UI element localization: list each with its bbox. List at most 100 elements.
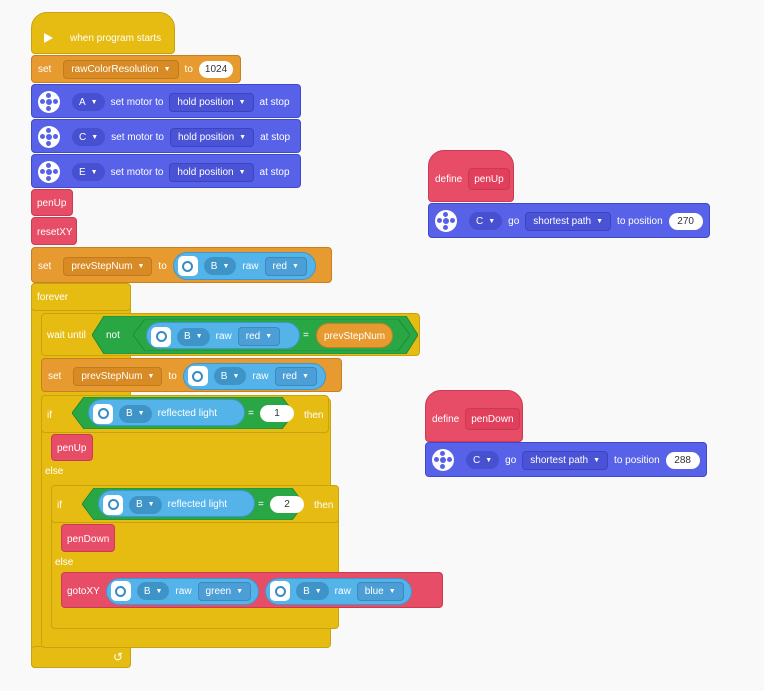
port-label: B bbox=[220, 370, 228, 382]
chevron-down-icon: ▼ bbox=[137, 262, 145, 270]
port-dropdown[interactable]: B▼ bbox=[136, 582, 170, 600]
color-channel-dropdown[interactable]: red ▼ bbox=[274, 366, 317, 386]
color-raw-reporter[interactable]: B▼ raw red▼ bbox=[146, 322, 300, 349]
port-dropdown[interactable]: E▼ bbox=[72, 163, 105, 181]
stop-mode-dropdown[interactable]: hold position▼ bbox=[169, 127, 255, 147]
define-pendown-block[interactable]: define penDown bbox=[425, 390, 523, 442]
stop-mode-dropdown[interactable]: hold position▼ bbox=[169, 92, 254, 112]
variable-dropdown[interactable]: rawColorResolution▼ bbox=[63, 59, 179, 79]
to-label: to bbox=[158, 260, 167, 272]
chevron-down-icon: ▼ bbox=[163, 65, 171, 73]
motor-label: set motor to bbox=[111, 131, 164, 143]
penup-call-block[interactable]: penUp bbox=[51, 434, 93, 461]
motor-go-to-position-block[interactable]: C▼ go shortest path▼ to position 270 bbox=[428, 203, 710, 238]
chevron-down-icon: ▼ bbox=[485, 456, 493, 464]
pendown-call-block[interactable]: penDown bbox=[61, 524, 115, 552]
raw-label: raw bbox=[242, 260, 259, 272]
color-channel-dropdown[interactable]: blue▼ bbox=[356, 581, 404, 601]
port-dropdown[interactable]: C▼ bbox=[466, 451, 500, 469]
color-raw-reporter[interactable]: B▼ raw red▼ bbox=[182, 362, 326, 390]
sensor-label: reflected light bbox=[157, 408, 218, 419]
resetxy-call-block[interactable]: resetXY bbox=[31, 217, 77, 245]
port-dropdown[interactable]: C▼ bbox=[72, 128, 106, 146]
stop-mode-dropdown[interactable]: hold position▼ bbox=[169, 162, 254, 182]
chevron-down-icon: ▼ bbox=[222, 262, 230, 270]
color-channel-dropdown[interactable]: red▼ bbox=[264, 256, 307, 276]
equals-label: = bbox=[258, 498, 264, 510]
direction-dropdown[interactable]: shortest path ▼ bbox=[525, 211, 612, 231]
raw-label: raw bbox=[175, 585, 192, 597]
motor-go-to-position-block[interactable]: C▼ go shortest path▼ to position 288 bbox=[425, 442, 707, 477]
port-label: B bbox=[136, 499, 143, 510]
chevron-down-icon: ▼ bbox=[147, 372, 155, 380]
wait-label: wait until bbox=[47, 329, 86, 341]
direction-label: shortest path bbox=[530, 454, 589, 466]
set-variable-block[interactable]: set rawColorResolution▼ to 1024 bbox=[31, 55, 241, 83]
if-label: if bbox=[47, 409, 52, 421]
value-input[interactable]: 1 bbox=[260, 404, 294, 422]
penup-call-block[interactable]: penUp bbox=[31, 189, 73, 216]
color-sensor-icon bbox=[177, 256, 198, 276]
else-label: else bbox=[55, 556, 74, 568]
port-dropdown[interactable]: C▼ bbox=[469, 212, 503, 230]
motor-icon bbox=[38, 161, 60, 183]
port-dropdown[interactable]: B▼ bbox=[177, 327, 210, 346]
suffix-label: at stop bbox=[260, 131, 291, 143]
color-raw-reporter-y[interactable]: B▼ raw blue▼ bbox=[265, 577, 412, 605]
chevron-down-icon: ▼ bbox=[238, 168, 246, 176]
value-input[interactable]: 1024 bbox=[198, 60, 234, 78]
set-prevstepnum-block-2[interactable]: set prevStepNum▼ to B▼ raw red▼ bbox=[41, 358, 342, 392]
port-dropdown[interactable]: A▼ bbox=[72, 93, 105, 111]
variable-dropdown[interactable]: prevStepNum ▼ bbox=[63, 256, 153, 276]
port-label: B bbox=[143, 585, 151, 597]
port-dropdown[interactable]: B▼ bbox=[203, 257, 237, 275]
chevron-down-icon: ▼ bbox=[137, 410, 145, 417]
chevron-down-icon: ▼ bbox=[238, 98, 246, 106]
when-program-starts-block[interactable]: when program starts bbox=[31, 12, 175, 54]
channel-label: blue bbox=[364, 585, 384, 597]
define-label: define bbox=[435, 173, 463, 185]
port-dropdown[interactable]: B▼ bbox=[213, 367, 247, 385]
if-label: if bbox=[57, 499, 62, 511]
chevron-down-icon: ▼ bbox=[265, 333, 273, 340]
suffix-label: at stop bbox=[259, 96, 290, 108]
then-label: then bbox=[314, 499, 334, 511]
reflected-light-reporter[interactable]: B▼ reflected light bbox=[98, 490, 255, 517]
chevron-down-icon: ▼ bbox=[232, 372, 240, 380]
set-motor-stop-block-a[interactable]: A▼ set motor to hold position▼ at stop bbox=[31, 84, 301, 118]
set-motor-stop-block-c[interactable]: C▼ set motor to hold position▼ at stop bbox=[31, 119, 301, 153]
color-raw-reporter-x[interactable]: B▼ raw green▼ bbox=[105, 577, 260, 605]
position-input[interactable]: 288 bbox=[665, 451, 700, 469]
color-channel-dropdown[interactable]: red▼ bbox=[237, 327, 281, 346]
port-dropdown[interactable]: B▼ bbox=[129, 495, 162, 514]
set-prevstepnum-block[interactable]: set prevStepNum▼ to B▼ raw red▼ bbox=[31, 247, 332, 283]
motor-icon bbox=[432, 449, 454, 471]
value-input[interactable]: 2 bbox=[270, 495, 304, 513]
chevron-down-icon: ▼ bbox=[155, 587, 163, 595]
gotoxy-call-block[interactable]: gotoXY B▼ raw green▼ B▼ raw blue▼ bbox=[61, 572, 443, 608]
port-dropdown[interactable]: B▼ bbox=[119, 404, 152, 423]
port-label: E bbox=[79, 166, 86, 178]
variable-name: prevStepNum bbox=[71, 260, 133, 272]
port-dropdown[interactable]: B▼ bbox=[296, 582, 329, 600]
color-channel-dropdown[interactable]: green▼ bbox=[197, 581, 252, 601]
set-motor-stop-block-e[interactable]: E▼ set motor to hold position▼ at stop bbox=[31, 154, 301, 188]
port-label: B bbox=[303, 585, 310, 597]
position-input[interactable]: 270 bbox=[668, 212, 703, 230]
play-icon bbox=[44, 33, 53, 43]
reflected-light-reporter[interactable]: B▼ reflected light bbox=[88, 399, 245, 426]
channel-label: green bbox=[205, 585, 232, 597]
chevron-down-icon: ▼ bbox=[596, 217, 604, 225]
define-penup-block[interactable]: define penUp bbox=[428, 150, 514, 202]
prevstepnum-reporter[interactable]: prevStepNum bbox=[316, 323, 393, 348]
variable-dropdown[interactable]: prevStepNum▼ bbox=[73, 366, 163, 386]
direction-label: shortest path bbox=[533, 215, 592, 227]
define-label: define bbox=[432, 413, 460, 425]
chevron-down-icon: ▼ bbox=[147, 501, 155, 508]
direction-dropdown[interactable]: shortest path▼ bbox=[522, 450, 609, 470]
channel-label: red bbox=[282, 370, 297, 382]
hat-label: when program starts bbox=[70, 32, 162, 44]
chevron-down-icon: ▼ bbox=[90, 98, 98, 106]
chevron-down-icon: ▼ bbox=[301, 372, 309, 380]
color-raw-reporter[interactable]: B▼ raw red▼ bbox=[172, 252, 316, 280]
